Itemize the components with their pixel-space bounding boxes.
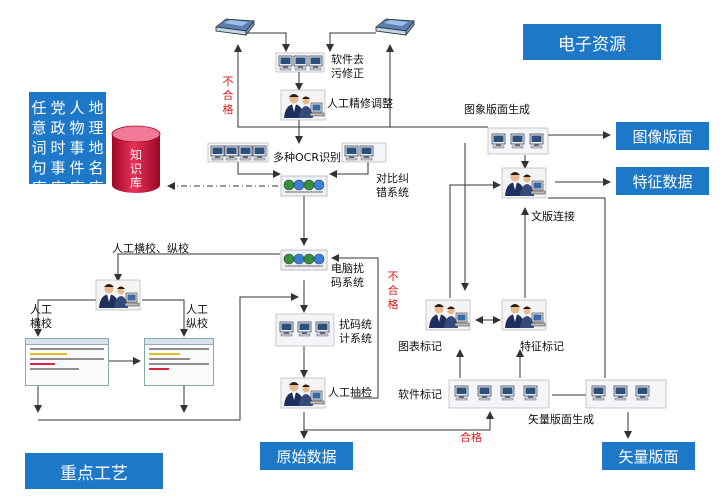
operator-workstation-icon (501, 167, 547, 199)
operator-workstation-icon (501, 299, 547, 331)
connectors (34, 32, 632, 439)
operator-workstation-icon (280, 377, 326, 409)
cross-check-label: 对比纠错系统 (376, 172, 409, 199)
image-layout-gen-label: 图象版面生成 (464, 103, 530, 116)
vertical-check-label: 人工纵校 (186, 303, 208, 330)
feature-mark-label: 特征标记 (520, 340, 564, 353)
computer-group-icon (585, 379, 667, 409)
horizontal-check-label: 人工横校 (30, 303, 52, 330)
software-mark-label: 软件标记 (398, 388, 442, 401)
deskew-label: 软件去污修正 (331, 53, 364, 80)
manual-fine-tune-label: 人工精修调整 (327, 97, 393, 110)
library-people-events: 人物事件库 (69, 99, 85, 197)
manual-sampling-label: 人工抽检 (328, 386, 372, 399)
layout-link-label: 文版连接 (531, 210, 575, 223)
library-politics: 党政时事库 (50, 99, 66, 197)
document-screen-icon (144, 338, 214, 386)
manual-proofread-label: 人工横校、纵校 (112, 242, 189, 255)
database-icon (111, 125, 161, 193)
document-screen-icon (25, 338, 109, 386)
output-vector-layout: 矢量版面 (602, 442, 695, 470)
knowledge-base-label: 知识库 (129, 148, 142, 190)
network-hub-icon (280, 249, 328, 271)
operator-workstation-icon (280, 89, 326, 121)
vector-layout-gen-label: 矢量版面生成 (528, 413, 594, 426)
output-feature-data: 特征数据 (616, 167, 709, 195)
computer-group-icon (275, 313, 335, 347)
scanner-icon (375, 18, 415, 36)
process-title: 重点工艺 (25, 453, 163, 489)
unqualified-mid-label: 不合格 (387, 270, 399, 311)
keyword-libraries: 任意词句库 党政时事库 人物事件库 地理地名库 (29, 92, 106, 197)
computer-group-icon (207, 142, 269, 163)
operator-workstation-icon (95, 279, 141, 311)
resources-title: 电子资源 (523, 24, 661, 60)
computer-group-icon (448, 379, 550, 409)
output-image-layout: 图像版面 (616, 122, 709, 150)
code-stats-label: 扰码统计系统 (339, 318, 372, 345)
qualified-label: 合格 (460, 431, 482, 444)
chart-mark-label: 图表标记 (398, 340, 442, 353)
library-geography: 地理地名库 (88, 99, 104, 197)
scanner-icon (215, 18, 255, 36)
network-hub-icon (280, 175, 328, 197)
computer-group-icon (487, 127, 549, 155)
unqualified-top-label: 不合格 (222, 75, 234, 116)
output-raw-data: 原始数据 (260, 442, 353, 470)
computer-code-label: 电脑扰码系统 (331, 262, 364, 289)
library-any-term: 任意词句库 (31, 99, 47, 197)
computer-group-icon (275, 52, 325, 73)
multi-ocr-label: 多种OCR识别 (273, 151, 341, 164)
operator-workstation-icon (425, 299, 471, 331)
computer-group-icon (341, 142, 387, 163)
